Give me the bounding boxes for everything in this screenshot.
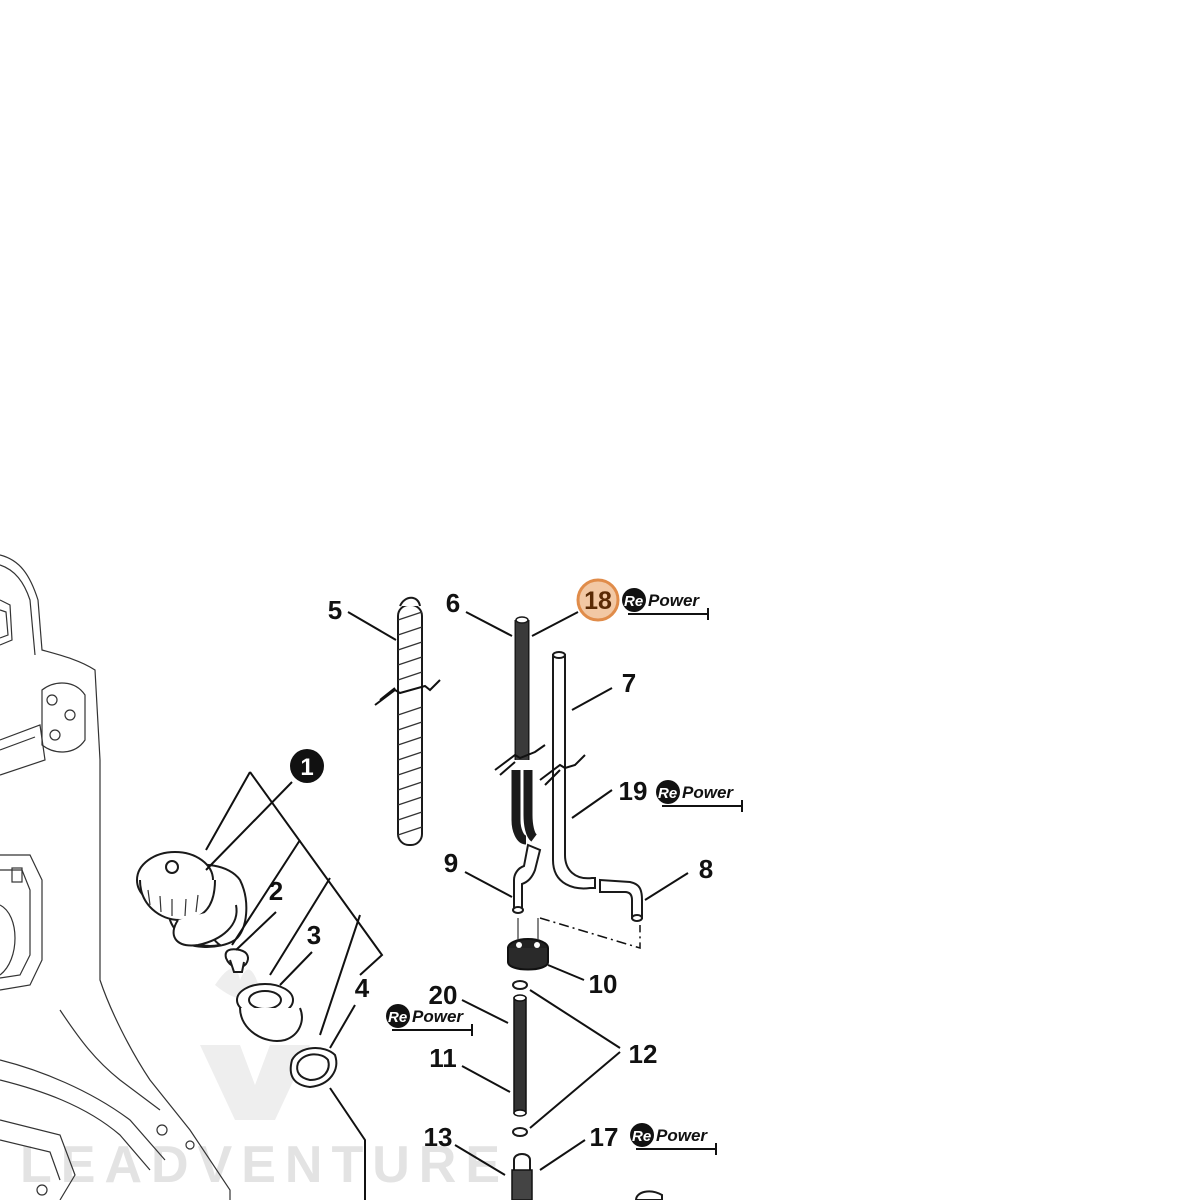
callout-20[interactable]: 20 [429, 980, 458, 1010]
callout-8[interactable]: 8 [699, 854, 713, 884]
grommet[interactable] [507, 918, 549, 971]
repower-badge-20: Re Power [386, 1004, 473, 1036]
retaining-ring[interactable] [289, 1047, 338, 1089]
repower-re: Re [624, 593, 643, 610]
callout-4[interactable]: 4 [355, 973, 370, 1003]
callout-2[interactable]: 2 [269, 876, 283, 906]
watermark-text: LEADVENTURE [20, 1136, 509, 1194]
spiral-hose[interactable] [374, 596, 441, 846]
callout-5[interactable]: 5 [328, 595, 342, 625]
fuel-hose[interactable] [494, 616, 546, 845]
cap-gasket-small[interactable] [224, 948, 249, 973]
tank-housing [0, 554, 231, 1200]
callout-7[interactable]: 7 [622, 668, 636, 698]
repower-badge-17: Re Power [630, 1123, 717, 1155]
callout-9[interactable]: 9 [444, 848, 458, 878]
pickup-tube[interactable] [539, 651, 596, 890]
fuel-pickup[interactable] [511, 1153, 663, 1200]
leader-lines [205, 611, 689, 1200]
o-ring-lower[interactable] [512, 1127, 528, 1137]
callout-18[interactable]: 18 [584, 587, 612, 615]
fuel-line[interactable] [513, 994, 527, 1117]
callout-18-highlight [576, 578, 620, 622]
repower-power: Power [656, 1126, 708, 1145]
callout-3[interactable]: 3 [307, 920, 321, 950]
callout-19[interactable]: 19 [619, 776, 648, 806]
callout-11[interactable]: 11 [429, 1043, 457, 1073]
repower-power: Power [412, 1007, 464, 1026]
repower-re: Re [632, 1128, 651, 1145]
strainer-insert[interactable] [236, 983, 303, 1042]
callout-6[interactable]: 6 [446, 588, 460, 618]
callout-10[interactable]: 10 [589, 969, 618, 999]
callout-labels: 5 6 7 19 8 9 10 20 11 12 13 17 2 3 4 [269, 588, 713, 1152]
repower-badge-19: Re Power [656, 780, 743, 812]
callout-1[interactable]: 1 [300, 754, 313, 781]
repower-power: Power [648, 591, 700, 610]
elbow-fitting[interactable] [599, 878, 643, 922]
callout-17[interactable]: 17 [590, 1122, 619, 1152]
repower-badge-18: Re Power [622, 588, 709, 620]
callout-13[interactable]: 13 [424, 1122, 453, 1152]
repower-re: Re [658, 785, 677, 802]
repower-re: Re [388, 1009, 407, 1026]
fuel-cap[interactable] [136, 851, 248, 948]
o-ring-upper[interactable] [512, 980, 528, 990]
callout-1-badge [290, 749, 324, 783]
repower-power: Power [682, 783, 734, 802]
elbow-fitting-lower[interactable] [512, 843, 542, 914]
callout-12[interactable]: 12 [629, 1039, 658, 1069]
